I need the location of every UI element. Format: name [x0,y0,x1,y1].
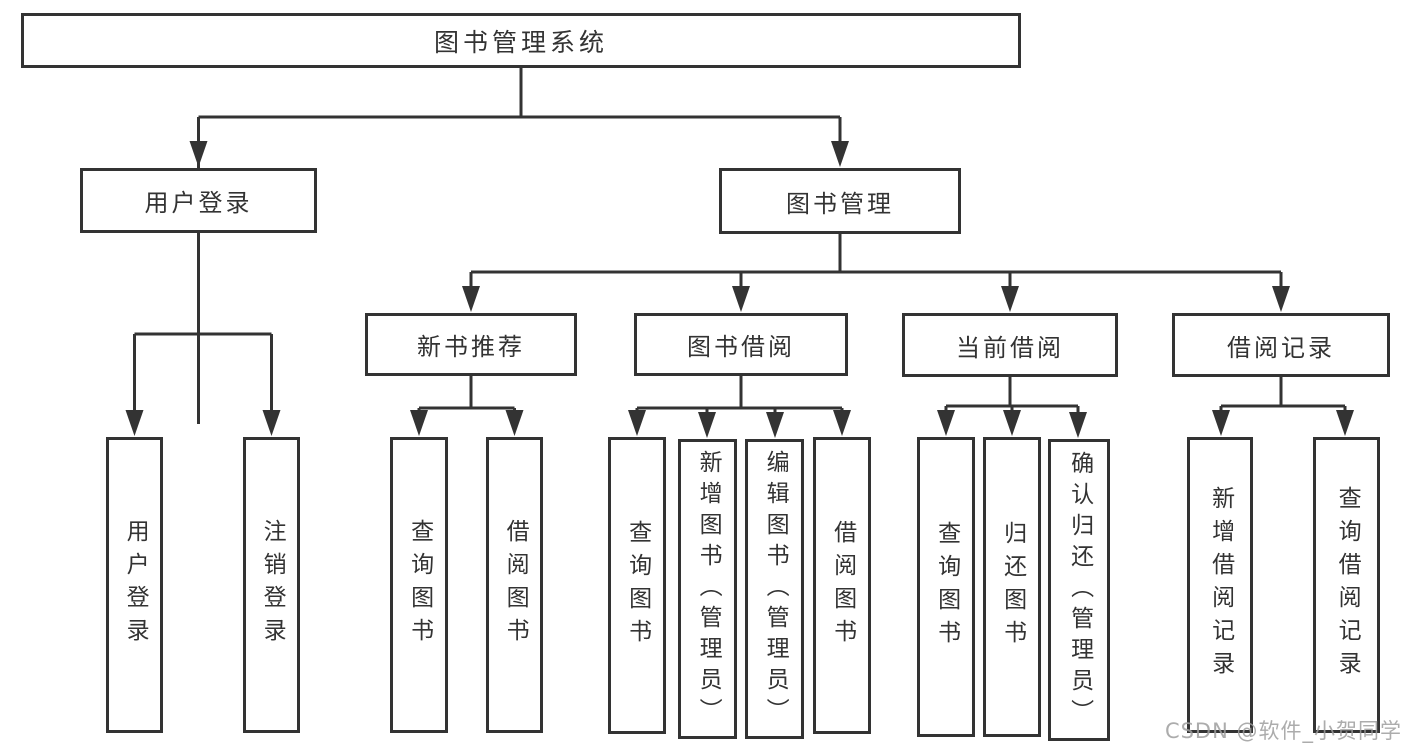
connector-book-borrow-branch [635,376,844,426]
leaf-add-borrow-record: 新增借阅记录 [1187,437,1253,733]
node-book-management: 图书管理 [719,168,961,234]
arrowheads [125,141,1354,438]
arrow-down-icon [937,410,955,436]
arrow-down-icon [462,286,480,312]
node-book-borrowing: 图书借阅 [634,313,848,376]
arrow-down-icon [189,141,208,167]
leaf-edit-book-admin: 编辑图书（管理员） [745,439,804,739]
arrow-down-icon [1272,286,1290,312]
leaf-user-login: 用户登录 [106,437,163,733]
arrow-down-icon [262,410,281,436]
connector-book-mgmt-branch [469,234,1283,300]
leaf-query-borrow-record: 查询借阅记录 [1313,437,1380,733]
connector-root-to-level2 [197,68,842,424]
node-library-management-system: 图书管理系统 [21,13,1021,68]
arrow-down-icon [1212,410,1230,436]
leaf-borrow-book: 借阅图书 [813,437,871,734]
arrow-down-icon [831,141,849,167]
arrow-down-icon [1336,410,1354,436]
arrow-down-icon [1069,412,1087,438]
arrow-down-icon [125,410,144,436]
node-current-borrowing: 当前借阅 [902,313,1118,377]
leaf-logout: 注销登录 [243,437,300,733]
arrow-down-icon [505,410,524,436]
connector-user-login-branch [133,233,273,424]
connector-borrow-record-branch [1219,376,1347,424]
leaf-add-book-admin: 新增图书（管理员） [678,439,737,739]
arrow-down-icon [1001,286,1019,312]
leaf-query-book: 查询图书 [390,437,448,733]
leaf-query-book: 查询图书 [608,437,666,734]
arrow-down-icon [1003,410,1021,436]
arrow-down-icon [628,410,646,436]
arrow-down-icon [698,412,716,438]
leaf-return-book: 归还图书 [983,437,1041,737]
leaf-borrow-book: 借阅图书 [486,437,543,733]
leaf-query-book: 查询图书 [917,437,975,737]
node-borrowing-records: 借阅记录 [1172,313,1390,377]
leaf-confirm-return-admin: 确认归还（管理员） [1048,439,1110,741]
connector-new-book-branch [417,376,516,424]
arrow-down-icon [766,412,784,438]
node-user-login: 用户登录 [80,168,317,233]
arrow-down-icon [732,286,750,312]
csdn-watermark: CSDN @软件_小贺同学 [1164,719,1402,743]
arrow-down-icon [833,410,851,436]
arrow-down-icon [410,410,428,436]
node-new-book-recommendation: 新书推荐 [365,313,577,376]
